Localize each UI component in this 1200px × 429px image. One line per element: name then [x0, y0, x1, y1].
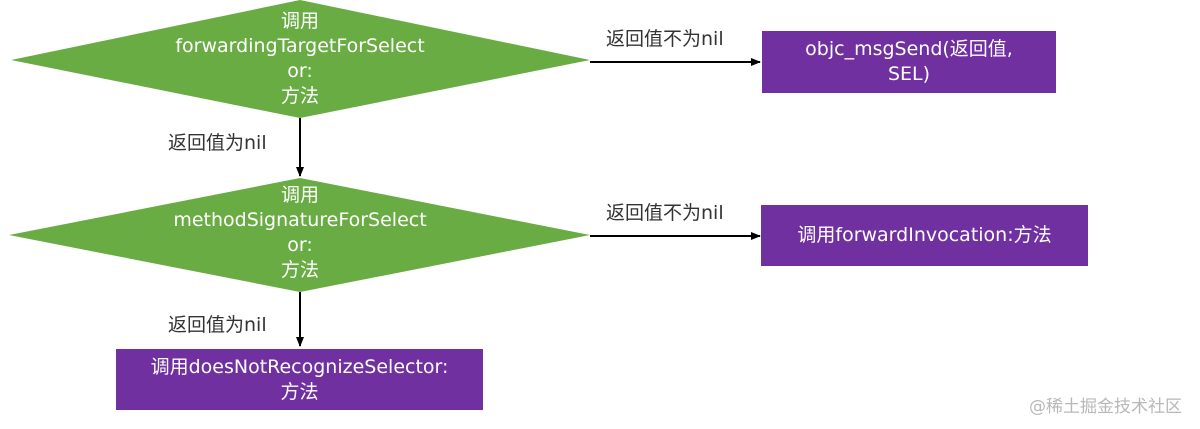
edge-label-signature-not-nil: 返回值不为nil — [606, 202, 724, 224]
process-forward-invocation: 调用forwardInvocation:方法 — [761, 205, 1088, 266]
edge-label-forwarding-not-nil: 返回值不为nil — [606, 28, 724, 50]
decision-diamond-method-signature — [9, 178, 590, 292]
process-does-not-recognize: 调用doesNotRecognizeSelector: 方法 — [116, 349, 483, 410]
edge-label-forwarding-nil: 返回值为nil — [168, 132, 267, 154]
watermark: @稀土掘金技术社区 — [1029, 397, 1182, 417]
decision-diamond-forwarding-target — [11, 0, 590, 118]
decision-method-signature-label: 调用 methodSignatureForSelect or: 方法 — [173, 184, 427, 281]
process-objc-msgsend: objc_msgSend(返回值, SEL) — [762, 31, 1056, 93]
decision-forwarding-target-label: 调用 forwardingTargetForSelect or: 方法 — [175, 10, 425, 107]
edge-label-signature-nil: 返回值为nil — [168, 314, 267, 336]
